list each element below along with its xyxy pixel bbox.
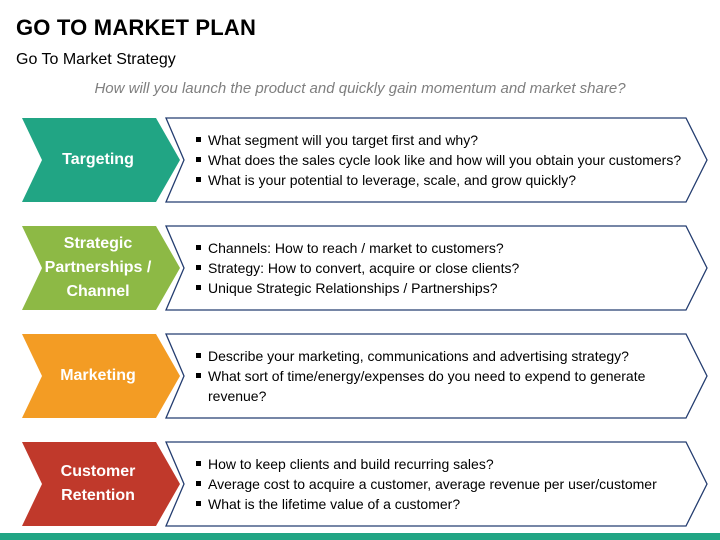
marketing-bullets: Describe your marketing, communications … xyxy=(196,333,696,419)
marketing-bullet: Describe your marketing, communications … xyxy=(196,346,696,366)
retention-label: Customer Retention xyxy=(60,463,136,504)
retention-chevron xyxy=(22,442,180,526)
partnerships-bullet: Unique Strategic Relationships / Partner… xyxy=(196,278,696,298)
partnerships-outline-arrow xyxy=(165,225,708,311)
row-retention: Customer Retention How to keep clients a… xyxy=(0,441,720,527)
marketing-bullet: What sort of time/energy/expenses do you… xyxy=(196,366,696,406)
retention-bullet: What is the lifetime value of a customer… xyxy=(196,494,696,514)
row-marketing: Marketing Describe your marketing, commu… xyxy=(0,333,720,419)
targeting-outline-arrow xyxy=(165,117,708,203)
page-subtitle: Go To Market Strategy xyxy=(16,51,176,68)
marketing-outline-arrow xyxy=(165,333,708,419)
targeting-bullets: What segment will you target first and w… xyxy=(196,117,696,203)
partnerships-bullets: Channels: How to reach / market to custo… xyxy=(196,225,696,311)
retention-bullets: How to keep clients and build recurring … xyxy=(196,441,696,527)
targeting-chevron xyxy=(22,118,180,202)
bottom-accent-bar xyxy=(0,533,720,540)
row-targeting-shapes xyxy=(22,117,708,203)
targeting-bullet: What is your potential to leverage, scal… xyxy=(196,170,696,190)
partnerships-label: Strategic Partnerships / Channel xyxy=(44,235,152,300)
guiding-question: How will you launch the product and quic… xyxy=(94,80,626,97)
retention-outline-arrow xyxy=(165,441,708,527)
targeting-bullet: What segment will you target first and w… xyxy=(196,130,696,150)
partnerships-bullet: Channels: How to reach / market to custo… xyxy=(196,238,696,258)
targeting-label: Targeting xyxy=(62,151,134,168)
row-marketing-shapes xyxy=(22,333,708,419)
retention-bullet: Average cost to acquire a customer, aver… xyxy=(196,474,696,494)
partnerships-chevron xyxy=(22,226,180,310)
row-partnerships-shapes xyxy=(22,225,708,311)
row-retention-shapes xyxy=(22,441,708,527)
targeting-bullet: What does the sales cycle look like and … xyxy=(196,150,696,170)
retention-bullet: How to keep clients and build recurring … xyxy=(196,454,696,474)
marketing-label: Marketing xyxy=(60,367,136,384)
partnerships-bullet: Strategy: How to convert, acquire or clo… xyxy=(196,258,696,278)
page-title: GO TO MARKET PLAN xyxy=(16,15,257,40)
row-targeting: Targeting What segment will you target f… xyxy=(0,117,720,203)
row-partnerships: Strategic Partnerships / Channel Channel… xyxy=(0,225,720,311)
marketing-chevron xyxy=(22,334,180,418)
